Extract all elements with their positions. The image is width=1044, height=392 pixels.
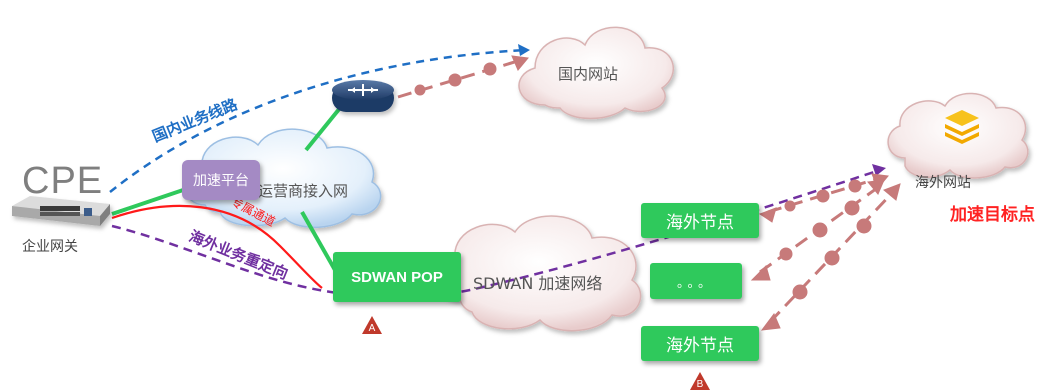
carrier-to-pop-line (300, 211, 337, 271)
node-bottom-to-overseas-link (760, 183, 901, 331)
redirect-line-arrow (872, 164, 886, 176)
cpe-device-icon (12, 196, 110, 226)
carrier-cloud (184, 128, 382, 228)
cpe-to-platform-line (111, 184, 196, 216)
database-icon (945, 110, 979, 144)
sdwan-cloud-label: SDWAN 加速网络 (473, 274, 603, 293)
marker-b-icon: B (690, 372, 710, 390)
overseas-site-label: 海外网站 (915, 175, 971, 191)
sdwan-pop-box: SDWAN POP (333, 252, 461, 302)
acceleration-platform-box: 加速平台 (182, 160, 260, 200)
tunnel-line (111, 204, 323, 289)
overseas-site-cloud (887, 92, 1029, 179)
overseas-node-middle: 。。。 (650, 263, 742, 299)
router-icon (332, 80, 394, 112)
overseas-node-top: 海外节点 (641, 203, 759, 238)
carrier-cloud-label: 运营商接入网 (258, 182, 349, 200)
node-top-to-overseas-link (758, 173, 889, 223)
router-to-domestic-link (397, 55, 529, 99)
acceleration-target-label: 加速目标点 (950, 205, 1035, 225)
overseas-node-bottom: 海外节点 (641, 326, 759, 361)
domestic-site-label: 国内网站 (558, 65, 619, 83)
carrier-to-router-line (304, 106, 342, 152)
svg-text:B: B (697, 379, 704, 390)
node-middle-to-overseas-link (750, 179, 885, 281)
domestic-line-arrow (518, 44, 530, 56)
cpe-title: CPE (22, 160, 104, 202)
domestic-line (109, 48, 526, 193)
domestic-site-cloud (518, 26, 675, 120)
marker-a-icon: A (362, 316, 382, 334)
gateway-label: 企业网关 (22, 239, 78, 255)
svg-text:A: A (369, 323, 376, 334)
